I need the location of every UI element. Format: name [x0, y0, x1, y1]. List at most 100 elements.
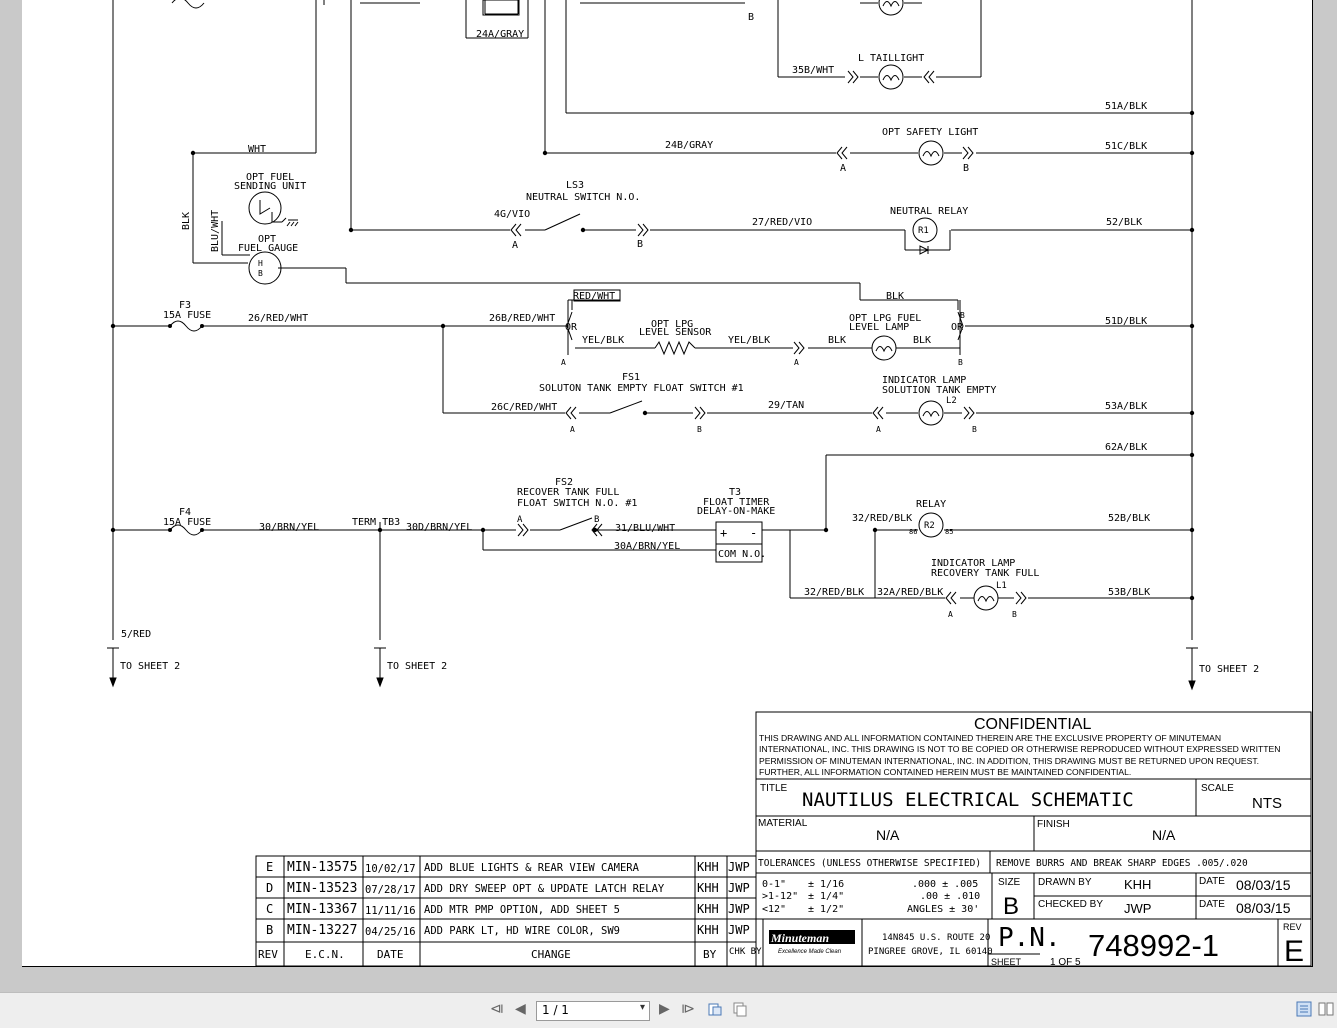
rotate-page-icon[interactable] [707, 1001, 723, 1017]
date-label-2: DATE [1199, 899, 1225, 910]
lbl-term-tb3: TERM TB3 [352, 517, 400, 528]
svg-text:CHANGE: CHANGE [531, 948, 571, 961]
lbl-com-no: COM N.O. [718, 549, 766, 560]
two-page-view-icon[interactable] [1318, 1001, 1334, 1017]
logo-tagline: Excellence Made Clean [778, 949, 842, 955]
lbl-relay: RELAY [916, 499, 946, 510]
lbl-b: B [963, 163, 969, 174]
revision-row: D MIN-13523 07/28/17 ADD DRY SWEEP OPT &… [266, 881, 750, 896]
lbl-wht: WHT [248, 144, 266, 155]
solution-empty-lamp [918, 400, 944, 426]
next-page-icon[interactable]: ▶ [659, 1001, 670, 1017]
lbl-blk-v: BLK [181, 212, 192, 230]
lbl-t3: T3 [729, 487, 741, 498]
pn-value: 748992-1 [1088, 928, 1219, 963]
lbl-51d: 51D/BLK [1105, 316, 1147, 327]
lbl-or2: OR [951, 322, 964, 333]
lbl-a8: A [948, 610, 953, 619]
svg-text:MIN-13523: MIN-13523 [287, 881, 357, 896]
schematic-page: H B 24A/GRAY B L TAILLIGHT 35B/WHT 51A/B… [22, 0, 1313, 968]
lbl-blk-2: BLK [913, 335, 931, 346]
svg-text:BY: BY [703, 948, 717, 961]
lbl-f4: F4 [179, 507, 191, 518]
revision-row: E MIN-13575 10/02/17 ADD BLUE LIGHTS & R… [266, 860, 750, 875]
lbl-solution-float: SOLUTON TANK EMPTY FLOAT SWITCH #1 [539, 383, 744, 394]
revision-row: B MIN-13227 04/25/16 ADD PARK LT, HD WIR… [266, 923, 750, 938]
notice-line-1: THIS DRAWING AND ALL INFORMATION CONTAIN… [759, 733, 1221, 743]
lbl-opt-lpg: OPT LPG [651, 319, 693, 330]
last-page-icon[interactable]: ⧐ [681, 1001, 695, 1017]
page-number-value: 1 / 1 [542, 1003, 569, 1017]
lbl-26c: 26C/RED/WHT [491, 402, 557, 413]
size-label: SIZE [998, 877, 1021, 888]
lbl-31: 31/BLU/WHT [615, 523, 675, 534]
svg-text:MIN-13575: MIN-13575 [287, 860, 357, 875]
lbl-24a: 24A/GRAY [476, 29, 524, 40]
lbl-fs2: FS2 [555, 477, 573, 488]
lbl-32: 32/RED/BLK [852, 513, 912, 524]
recovery-full-lamp [973, 585, 999, 611]
fuel-gauge: H B [248, 251, 282, 285]
lbl-b4: B [958, 358, 963, 367]
lbl-86: 86 [909, 528, 917, 536]
top-lamp [878, 0, 904, 16]
float-timer-box [715, 521, 763, 563]
lbl-30a: 30A/BRN/YEL [614, 541, 680, 552]
scale-value: NTS [1252, 795, 1282, 812]
svg-text:JWP: JWP [728, 902, 750, 916]
lbl-level-sensor: LEVEL SENSOR [639, 327, 712, 338]
lbl-5-red: 5/RED [121, 629, 151, 640]
lbl-delay: DELAY-ON-MAKE [697, 506, 775, 517]
minuteman-logo: Minuteman Excellence Made Clean [769, 930, 855, 955]
lbl-r1: R1 [918, 226, 929, 236]
svg-text:H: H [258, 259, 263, 268]
lbl-to-sheet2-b: TO SHEET 2 [387, 661, 447, 672]
lbl-yel-blk2: YEL/BLK [728, 335, 770, 346]
svg-text:D: D [266, 881, 273, 895]
svg-text:MIN-13367: MIN-13367 [287, 902, 357, 917]
copy-page-icon[interactable] [732, 1001, 748, 1017]
svg-text:KHH: KHH [697, 923, 719, 937]
page-number-input[interactable]: 1 / 1 ▾ [536, 1001, 650, 1021]
red-wht-box [573, 289, 621, 302]
left-taillight-lamp [878, 64, 904, 90]
chevron-down-icon[interactable]: ▾ [639, 1002, 645, 1013]
lbl-blu-wht-v: BLU/WHT [210, 210, 221, 252]
pn-label: P.N. [998, 923, 1061, 953]
junction-dots [110, 110, 1195, 601]
lbl-30d: 30D/BRN/YEL [406, 522, 472, 533]
lbl-l-taillight: L TAILLIGHT [858, 53, 924, 64]
first-page-icon[interactable]: ⧏ [490, 1001, 504, 1017]
lbl-yel-blk1: YEL/BLK [582, 335, 624, 346]
finish-value: N/A [1152, 827, 1176, 843]
svg-text:C: C [266, 902, 273, 916]
svg-text:KHH: KHH [697, 902, 719, 916]
lbl-b6: B [972, 425, 977, 434]
svg-text:KHH: KHH [697, 881, 719, 895]
lbl-b8: B [1012, 610, 1017, 619]
lbl-30: 30/BRN/YEL [259, 522, 319, 533]
lbl-15a-fuse: 15A FUSE [163, 310, 211, 321]
lamps [871, 0, 999, 611]
prev-page-icon[interactable]: ◀ [515, 1001, 526, 1017]
lbl-l2: L2 [946, 396, 957, 406]
svg-text:E: E [266, 860, 273, 874]
tol-value-1: ± 1/16 [808, 879, 844, 890]
svg-text:B: B [266, 923, 273, 937]
rev-value: E [1284, 935, 1304, 966]
date-label-1: DATE [1199, 876, 1225, 887]
lbl-plus: + [720, 526, 727, 540]
lbl-53b: 53B/BLK [1108, 587, 1150, 598]
notice-line-3: PERMISSION OF MINUTEMAN INTERNATIONAL, I… [759, 756, 1259, 766]
lbl-blk-top: BLK [886, 291, 904, 302]
svg-text:JWP: JWP [728, 923, 750, 937]
lbl-l1: L1 [996, 581, 1007, 591]
tol-range-3: <12" [762, 904, 786, 915]
lbl-sending-unit: SENDING UNIT [234, 181, 306, 192]
lbl-4g: 4G/VIO [494, 209, 530, 220]
opt-lpg-level-lamp [871, 335, 897, 361]
single-page-view-icon[interactable] [1296, 1001, 1312, 1017]
drawing-title: NAUTILUS ELECTRICAL SCHEMATIC [802, 789, 1134, 811]
logo-text: Minuteman [770, 931, 829, 945]
lbl-opt-fuel: OPT FUEL [246, 172, 294, 183]
